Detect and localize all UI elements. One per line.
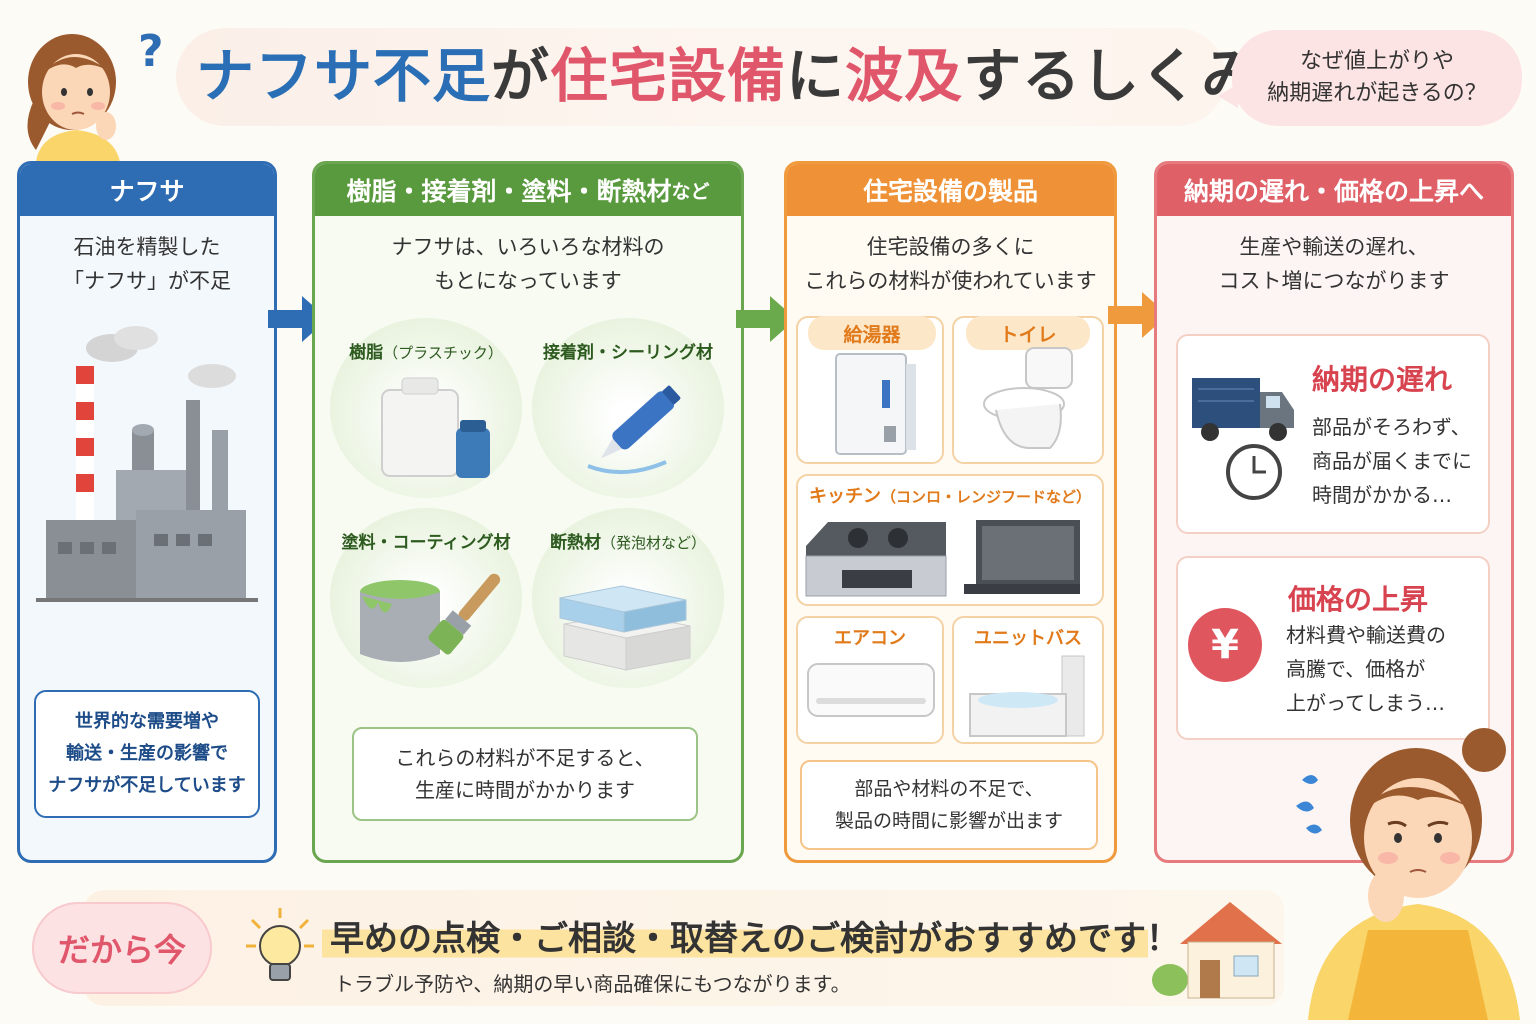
desc-line: コスト増につながります [1218, 269, 1450, 293]
range-hood-icon [964, 520, 1080, 594]
foam-board-icon [559, 585, 691, 671]
text-line: 時間がかかる… [1312, 483, 1452, 507]
worried-woman-illustration: ? [27, 26, 164, 162]
title-banner [176, 28, 1226, 126]
column-title: 住宅設備の製品 [787, 164, 1114, 216]
title-suffix: など [671, 180, 710, 203]
label-text: 樹脂 [349, 343, 384, 363]
note-line: ナフサが不足しています [48, 775, 246, 796]
text-line: 部品がそろわず、 [1312, 415, 1471, 439]
lightbulb-icon [246, 908, 314, 981]
toilet-icon [983, 347, 1073, 449]
label-sub: （発泡材など） [600, 534, 706, 552]
label-sub: （プラスチック） [383, 344, 503, 362]
product-label: 給湯器 [808, 316, 936, 350]
note-line: 製品の時間に影響が出ます [834, 810, 1063, 832]
label-text: 塗料・コーティング材 [341, 533, 511, 553]
desc-line: 石油を精製した [73, 235, 221, 259]
sealant-tube-icon [587, 385, 681, 475]
material-label: 断熱材（発泡材など） [532, 528, 724, 553]
plastic-container-icon [381, 377, 490, 478]
arrow-right-icon [1108, 292, 1168, 338]
column-description: 生産や輸送の遅れ、 コスト増につながります [1157, 230, 1511, 298]
delay-title: 納期の遅れ [1312, 363, 1453, 396]
product-label: トイレ [966, 316, 1090, 350]
column-title: 樹脂・接着剤・塗料・断熱材など [315, 164, 741, 216]
desc-line: ナフサは、いろいろな材料の [391, 235, 665, 259]
label-sub: （コンロ・レンジフードなど） [880, 488, 1091, 506]
arrow-right-icon [736, 296, 796, 342]
question-line: なぜ値上がりや [1299, 49, 1454, 74]
material-label: 樹脂（プラスチック） [330, 338, 522, 363]
price-title: 価格の上昇 [1288, 583, 1429, 616]
text-line: 材料費や輸送費の [1286, 623, 1446, 647]
text-line: 高騰で、価格が [1286, 657, 1426, 681]
desc-line: これらの材料が使われています [804, 269, 1097, 293]
material-label: 接着剤・シーリング材 [532, 338, 724, 363]
delay-text: 部品がそろわず、 商品が届くまでに 時間がかかる… [1312, 410, 1484, 512]
product-label: エアコン [834, 628, 906, 649]
refinery-factory-icon [36, 326, 258, 602]
air-conditioner-icon [807, 663, 935, 717]
text-line: 上がってしまう… [1286, 691, 1445, 715]
yen-icon: ¥ [1188, 608, 1262, 682]
product-label: ユニットバス [974, 628, 1082, 649]
product-label: キッチン（コンロ・レンジフードなど） [800, 482, 1100, 508]
paint-can-brush-icon [360, 573, 501, 662]
column-title: 納期の遅れ・価格の上昇へ [1157, 164, 1511, 216]
desc-line: 生産や輸送の遅れ、 [1239, 235, 1429, 259]
note-line: 部品や材料の不足で、 [854, 778, 1044, 800]
title-part: 住宅設備 [550, 42, 787, 110]
water-heater-icon [835, 353, 916, 455]
column-description: ナフサは、いろいろな材料の もとになっています [315, 230, 741, 298]
column-title: ナフサ [20, 164, 274, 216]
question-line: 納期遅れが起きるの？ [1267, 81, 1487, 106]
text-line: 商品が届くまでに [1312, 449, 1472, 473]
sweat-drop-icon [1302, 775, 1318, 784]
question-bubble: なぜ値上がりや 納期遅れが起きるの？ [1218, 30, 1522, 126]
desc-line: もとになっています [434, 269, 622, 293]
bathtub-icon [969, 655, 1085, 737]
house-icon [1152, 902, 1282, 999]
page-title: ナフサ不足が住宅設備に波及するしくみ [196, 36, 1259, 116]
label-text: 接着剤・シーリング材 [543, 343, 713, 363]
label-text: キッチン [808, 486, 881, 507]
column-description: 石油を精製した 「ナフサ」が不足 [20, 230, 274, 298]
material-adhesive [532, 318, 724, 498]
material-label: 塗料・コーティング材 [330, 528, 522, 553]
question-mark-icon: ? [138, 26, 164, 77]
title-part: ナフサ不足 [196, 42, 492, 110]
stove-icon [805, 522, 947, 597]
delay-card [1176, 334, 1490, 534]
footer-subtext: トラブル予防や、納期の早い商品確保にもつながります。 [334, 972, 851, 996]
note-line: 世界的な需要増や [75, 711, 219, 732]
title-part: 波及 [845, 42, 964, 110]
desc-line: 住宅設備の多くに [866, 235, 1035, 259]
title-part: に [786, 42, 846, 110]
note-line: 輸送・生産の影響で [66, 743, 228, 764]
title-text: 樹脂・接着剤・塗料・断熱材 [346, 177, 672, 206]
label-text: 断熱材 [549, 533, 601, 553]
worried-woman-illustration [1296, 728, 1520, 1020]
materials-shortage-note: これらの材料が不足すると、 生産に時間がかかります [352, 727, 698, 821]
truck-clock-icon [1192, 378, 1294, 500]
note-line: これらの材料が不足すると、 [395, 746, 655, 770]
footer-recommendation: 早めの点検・ご相談・取替えのご検討がおすすめです！ [322, 908, 1180, 962]
desc-line: 「ナフサ」が不足 [63, 269, 231, 293]
price-text: 材料費や輸送費の 高騰で、価格が 上がってしまう… [1286, 618, 1482, 720]
naphtha-shortage-note: 世界的な需要増や 輸送・生産の影響で ナフサが不足しています [34, 690, 260, 818]
column-description: 住宅設備の多くに これらの材料が使われています [787, 230, 1114, 298]
products-delay-note: 部品や材料の不足で、 製品の時間に影響が出ます [800, 760, 1098, 850]
now-badge: だから今 [32, 902, 212, 994]
note-line: 生産に時間がかかります [415, 778, 635, 802]
title-part: するしくみ [963, 42, 1261, 110]
title-part: が [491, 42, 551, 110]
